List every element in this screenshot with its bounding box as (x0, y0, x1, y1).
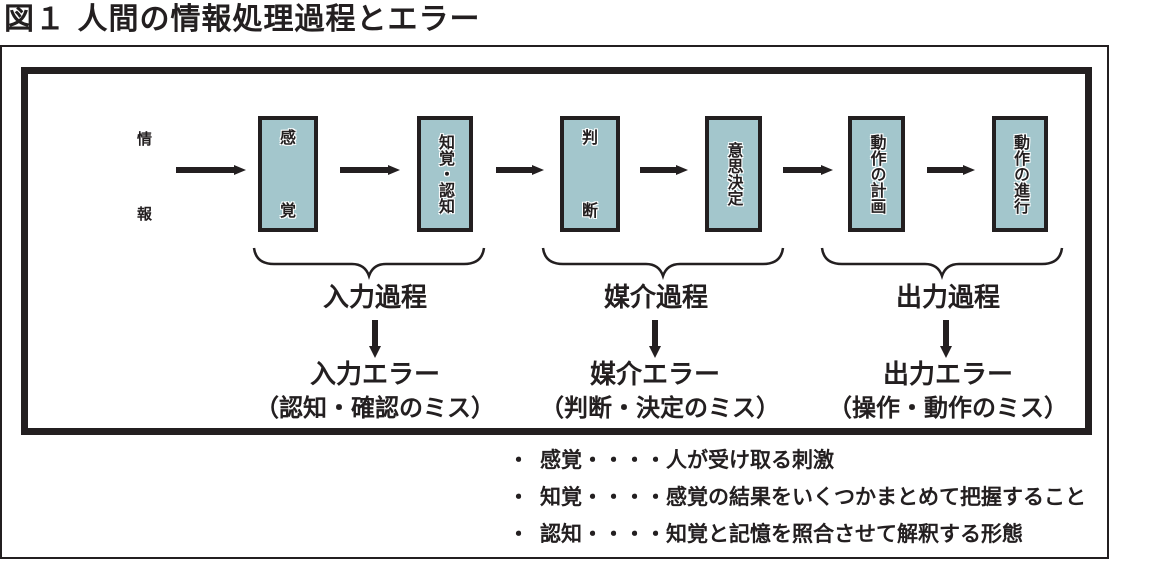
arrow-right-icon (927, 165, 975, 175)
arrow-right-icon (496, 165, 544, 175)
outer-frame (0, 45, 1109, 559)
bullet: ・ (508, 485, 529, 509)
error-label-output: 出力エラー (882, 360, 1013, 390)
bullet: ・ (508, 448, 529, 472)
figure-title: 図１ 人間の情報処理過程とエラー (4, 2, 481, 37)
stage-text-bottom: 断 (581, 201, 598, 220)
stage-box-sensation: 感 覚 (258, 116, 318, 232)
stage-box-action-planning: 動作の計画 (848, 116, 905, 232)
error-label-input: 入力エラー (309, 360, 440, 390)
brace-output-process (820, 247, 1064, 280)
stage-box-judgment: 判 断 (560, 116, 620, 232)
definition-list: ・ 感覚 ・・・・ 人が受け取る刺激 ・ 知覚 ・・・・ 感覚の結果をいくつかま… (508, 444, 1086, 555)
brace-input-process (252, 247, 486, 280)
definition-item: ・ 認知 ・・・・ 知覚と記憶を照合させて解釈する形態 (508, 518, 1086, 555)
input-label-char-2: 報 (137, 205, 153, 223)
arrow-down-icon (940, 320, 952, 358)
arrow-right-icon (176, 165, 246, 175)
definition-separator: ・・・・ (582, 448, 666, 472)
process-label-output: 出力過程 (895, 283, 1000, 313)
definition-separator: ・・・・ (582, 485, 666, 509)
definition-description: 感覚の結果をいくつかまとめて把握すること (666, 485, 1086, 509)
stage-text: 知覚・認知 (436, 134, 455, 214)
definition-term: 知覚 (540, 485, 582, 509)
definition-term: 感覚 (540, 448, 582, 472)
bullet: ・ (508, 522, 529, 546)
error-detail-output: （操作・動作のミス） (828, 394, 1068, 422)
arrow-right-icon (783, 165, 833, 175)
stage-text: 動作の計画 (867, 134, 887, 214)
definition-item: ・ 感覚 ・・・・ 人が受け取る刺激 (508, 444, 1086, 481)
brace-mediation-process (541, 247, 785, 280)
definition-description: 知覚と記憶を照合させて解釈する形態 (666, 522, 1023, 546)
stage-text-top: 判 (581, 128, 598, 147)
stage-text: 意思決定 (724, 142, 744, 206)
definition-description: 人が受け取る刺激 (666, 448, 834, 472)
stage-text: 動作の進行 (1011, 134, 1030, 214)
arrow-right-icon (340, 165, 400, 175)
error-label-mediation: 媒介エラー (589, 360, 720, 390)
input-label-char-1: 情 (137, 130, 153, 148)
error-detail-mediation: （判断・決定のミス） (540, 394, 780, 422)
stage-box-action-execution: 動作の進行 (992, 116, 1048, 232)
definition-separator: ・・・・ (582, 522, 666, 546)
stage-box-perception-cognition: 知覚・認知 (417, 116, 473, 232)
definition-term: 認知 (540, 522, 582, 546)
stage-box-decision: 意思決定 (705, 116, 762, 232)
definition-item: ・ 知覚 ・・・・ 感覚の結果をいくつかまとめて把握すること (508, 481, 1086, 518)
arrow-down-icon (369, 320, 381, 358)
diagram-frame (21, 67, 1092, 435)
error-detail-input: （認知・確認のミス） (255, 394, 495, 422)
process-label-mediation: 媒介過程 (603, 283, 708, 313)
process-label-input: 入力過程 (322, 283, 427, 313)
arrow-right-icon (640, 165, 688, 175)
stage-text-top: 感 (279, 128, 296, 147)
stage-text-bottom: 覚 (279, 201, 296, 220)
arrow-down-icon (649, 320, 661, 358)
